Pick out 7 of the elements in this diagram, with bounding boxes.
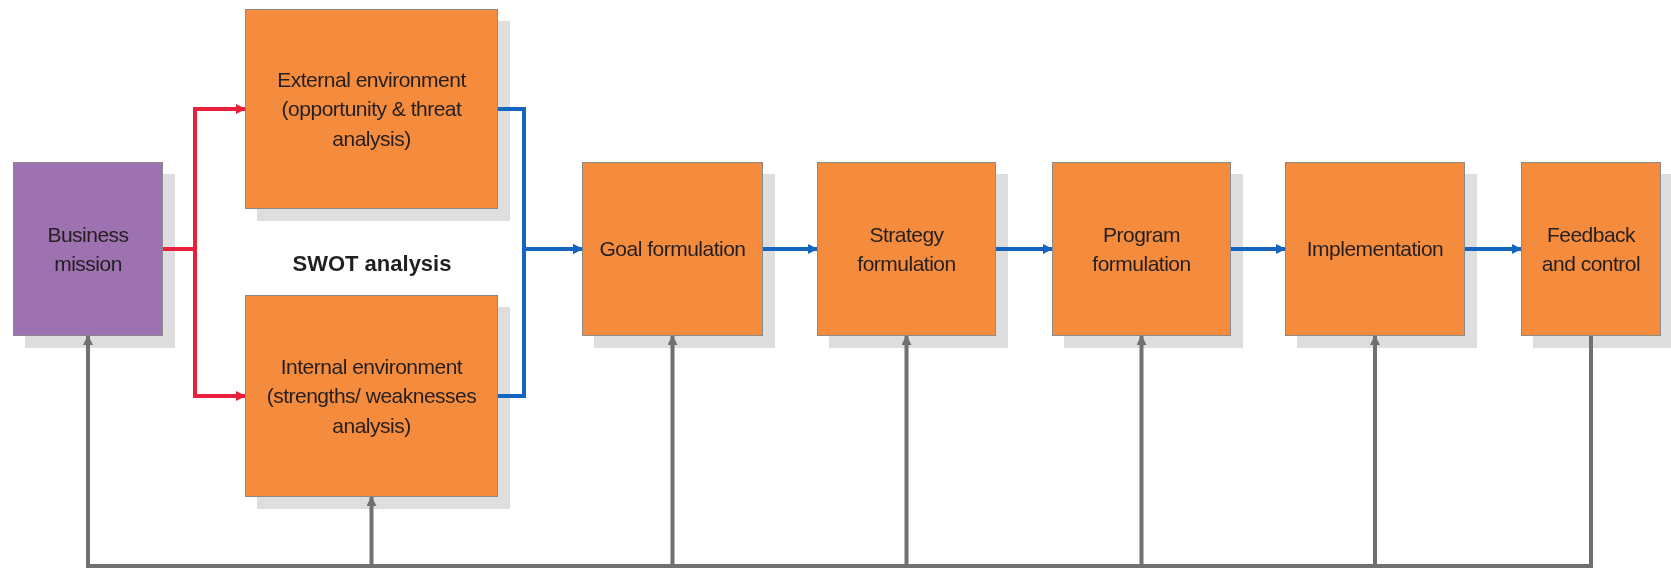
arrow — [498, 244, 583, 398]
arrow — [1370, 335, 1593, 568]
section-label: SWOT analysis — [291, 250, 453, 278]
arrow — [996, 244, 1053, 254]
arrow — [1231, 244, 1286, 254]
arrow — [763, 244, 818, 254]
arrow — [1465, 244, 1522, 254]
